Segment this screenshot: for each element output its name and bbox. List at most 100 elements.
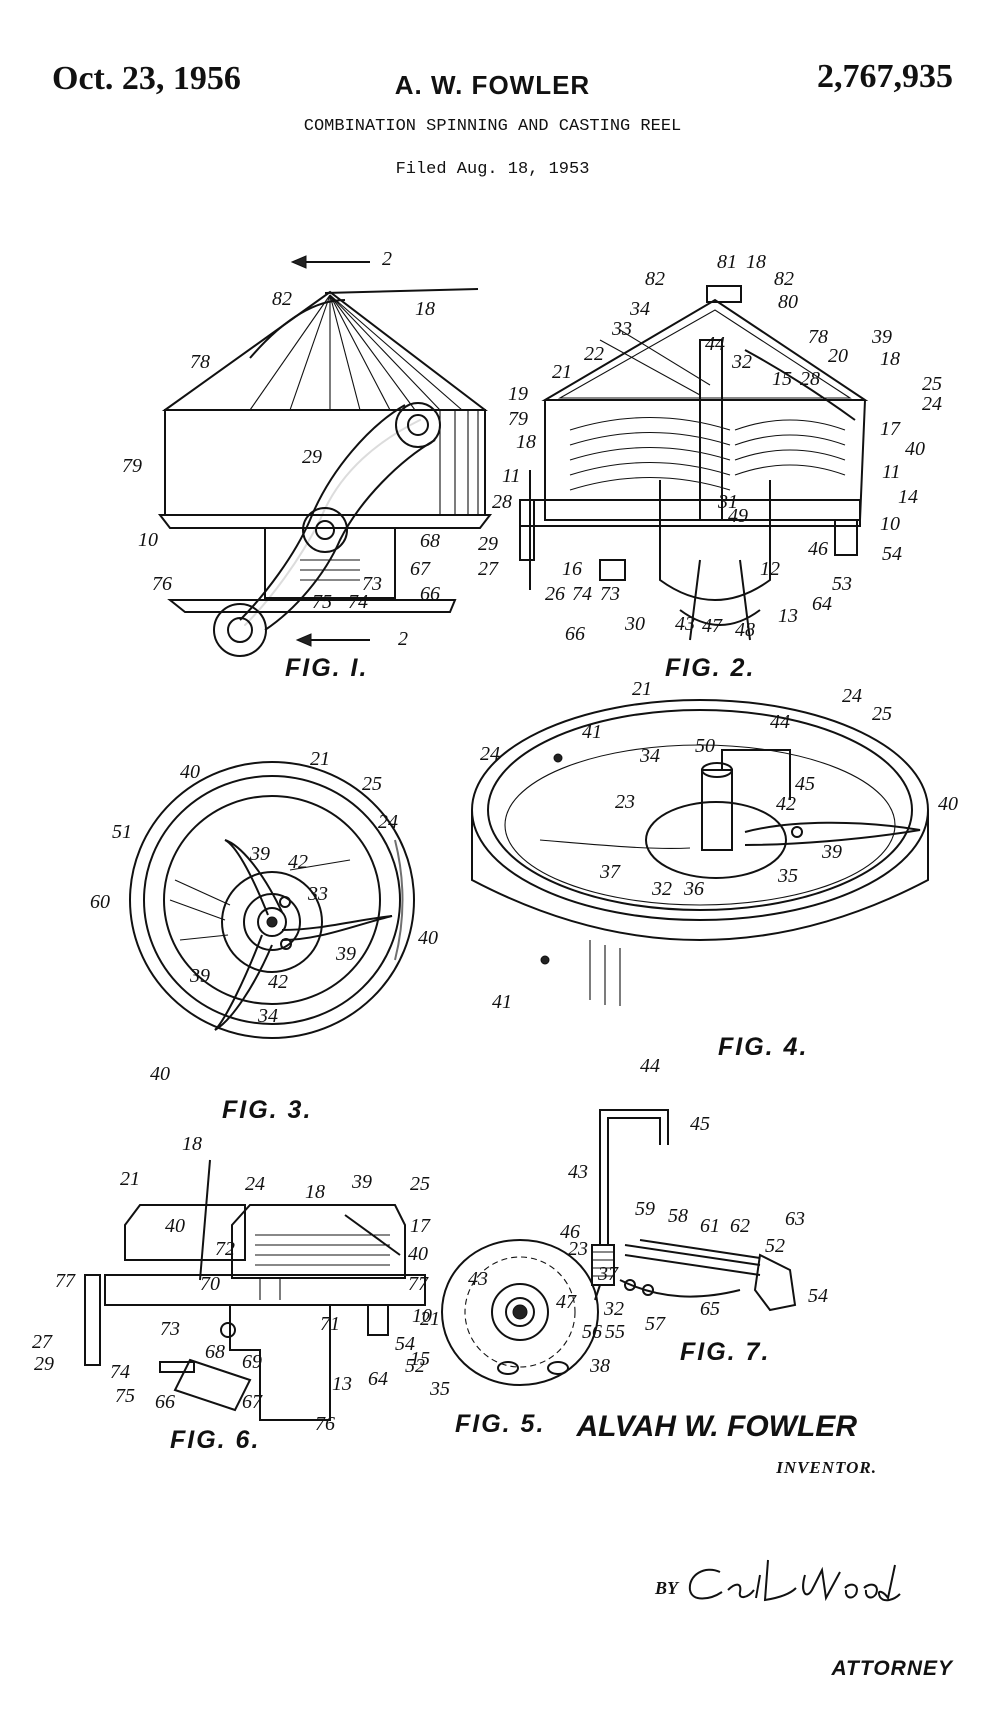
fig5-ref: 43 (468, 1268, 488, 1290)
fig2-ref: 33 (611, 318, 632, 340)
figure-4-drawing (471, 699, 929, 1006)
fig7-ref: 56 (582, 1321, 602, 1343)
fig4-ref: 39 (821, 841, 842, 863)
fig6-ref: 71 (320, 1313, 340, 1335)
fig6-ref: 18 (305, 1181, 325, 1203)
fig1-ref: 67 (410, 558, 431, 580)
patent-number: 2,767,935 (817, 58, 953, 95)
fig2-ref: 28 (492, 491, 512, 513)
fig2-ref: 78 (808, 326, 828, 348)
fig1-ref: 2 (398, 628, 408, 650)
filed-date: Filed Aug. 18, 1953 (395, 160, 590, 179)
fig6-ref: 54 (395, 1333, 415, 1355)
fig5-ref: 37 (597, 1263, 619, 1285)
fig2-ref: 18 (746, 251, 766, 273)
figure-5-drawing (440, 1238, 600, 1387)
fig6-ref: 68 (205, 1341, 225, 1363)
fig4-ref: 32 (651, 878, 672, 900)
fig2-ref: 15 (772, 368, 792, 390)
fig2-ref: 24 (922, 393, 942, 415)
fig6-ref: 77 (408, 1273, 429, 1295)
fig4-ref: 21 (632, 678, 652, 700)
inventor-name: ALVAH W. FOWLER (576, 1410, 857, 1443)
fig5-ref: 21 (420, 1308, 440, 1330)
fig6-ref: 40 (408, 1243, 428, 1265)
fig1-ref: 18 (415, 298, 435, 320)
fig4-ref: 23 (615, 791, 635, 813)
fig6-ref: 73 (160, 1318, 180, 1340)
fig2-ref: 34 (629, 298, 650, 320)
fig6-ref: 72 (215, 1238, 235, 1260)
figure-2-drawing (519, 285, 869, 641)
fig2-ref: 39 (871, 326, 892, 348)
fig2-ref: 82 (645, 268, 665, 290)
fig2-ref: 53 (832, 573, 852, 595)
fig2-ref: 44 (705, 333, 725, 355)
fig7-ref: 58 (668, 1205, 688, 1227)
fig6-ref: 69 (242, 1351, 262, 1373)
fig7-ref: 44 (640, 1055, 660, 1077)
figure-1-drawing (157, 255, 493, 657)
fig3-ref: 40 (180, 761, 200, 783)
fig6-ref: 17 (410, 1215, 431, 1237)
fig6-ref: 67 (242, 1391, 263, 1413)
fig6-ref: 76 (315, 1413, 335, 1435)
fig2-ref: 30 (624, 613, 645, 635)
fig2-ref: 13 (778, 605, 798, 627)
figure-3-drawing (129, 761, 415, 1039)
figure-3-labels: 21 40 25 51 39 24 42 60 33 40 39 39 42 3… (90, 748, 438, 1124)
fig4-ref: 24 (842, 685, 862, 707)
fig4-ref: 50 (695, 735, 715, 757)
fig5-ref: 23 (568, 1238, 588, 1260)
fig1-caption: FIG. I. (285, 654, 368, 682)
fig4-ref: 25 (872, 703, 892, 725)
fig4-ref: 44 (770, 711, 790, 733)
fig3-ref: 42 (288, 851, 308, 873)
fig1-ref: 29 (302, 446, 322, 468)
figure-1-labels: 2 18 82 78 79 29 10 68 67 76 73 66 75 74… (122, 248, 440, 682)
fig6-ref: 21 (120, 1168, 140, 1190)
fig2-ref: 64 (812, 593, 832, 615)
fig1-ref: 79 (122, 455, 142, 477)
figure-2-labels: 81 18 82 82 80 34 33 78 39 22 44 32 20 1… (478, 251, 942, 682)
figure-5-labels: 23 43 37 32 21 15 35 38 FIG. 5. (410, 1238, 624, 1438)
fig2-ref: 27 (478, 558, 499, 580)
fig2-ref: 31 (717, 491, 738, 513)
fig2-ref: 73 (600, 583, 620, 605)
fig5-ref: 35 (429, 1378, 450, 1400)
fig6-ref: 25 (410, 1173, 430, 1195)
fig6-ref: 74 (110, 1361, 130, 1383)
fig3-ref: 39 (249, 843, 270, 865)
fig2-ref: 25 (922, 373, 942, 395)
fig6-ref: 70 (200, 1273, 220, 1295)
fig6-ref: 64 (368, 1368, 388, 1390)
fig6-ref: 75 (115, 1385, 135, 1407)
fig4-ref: 35 (777, 865, 798, 887)
fig6-ref: 52 (405, 1355, 425, 1377)
figure-7-labels: 44 45 43 59 58 61 62 63 46 52 47 54 56 5… (556, 1055, 828, 1366)
fig1-ref: 2 (382, 248, 392, 270)
fig4-ref: 36 (683, 878, 704, 900)
fig2-ref: 18 (516, 431, 536, 453)
fig2-ref: 79 (508, 408, 528, 430)
fig2-ref: 82 (774, 268, 794, 290)
fig7-ref: 59 (635, 1198, 655, 1220)
fig4-ref: 34 (639, 745, 660, 767)
fig7-ref: 57 (645, 1313, 666, 1335)
fig2-ref: 66 (565, 623, 585, 645)
fig2-ref: 81 (717, 251, 737, 273)
fig7-caption: FIG. 7. (680, 1338, 770, 1366)
fig3-ref: 24 (378, 811, 398, 833)
fig4-ref: 41 (492, 991, 512, 1013)
by-label: BY (655, 1578, 679, 1598)
fig3-ref: 39 (335, 943, 356, 965)
fig4-ref: 41 (582, 721, 602, 743)
fig5-ref: 15 (410, 1348, 430, 1370)
fig2-ref: 47 (702, 615, 723, 637)
fig6-ref: 24 (245, 1173, 265, 1195)
fig7-ref: 54 (808, 1285, 828, 1307)
fig2-ref: 74 (572, 583, 592, 605)
figure-6-drawing (84, 1159, 426, 1421)
fig2-caption: FIG. 2. (665, 654, 755, 682)
